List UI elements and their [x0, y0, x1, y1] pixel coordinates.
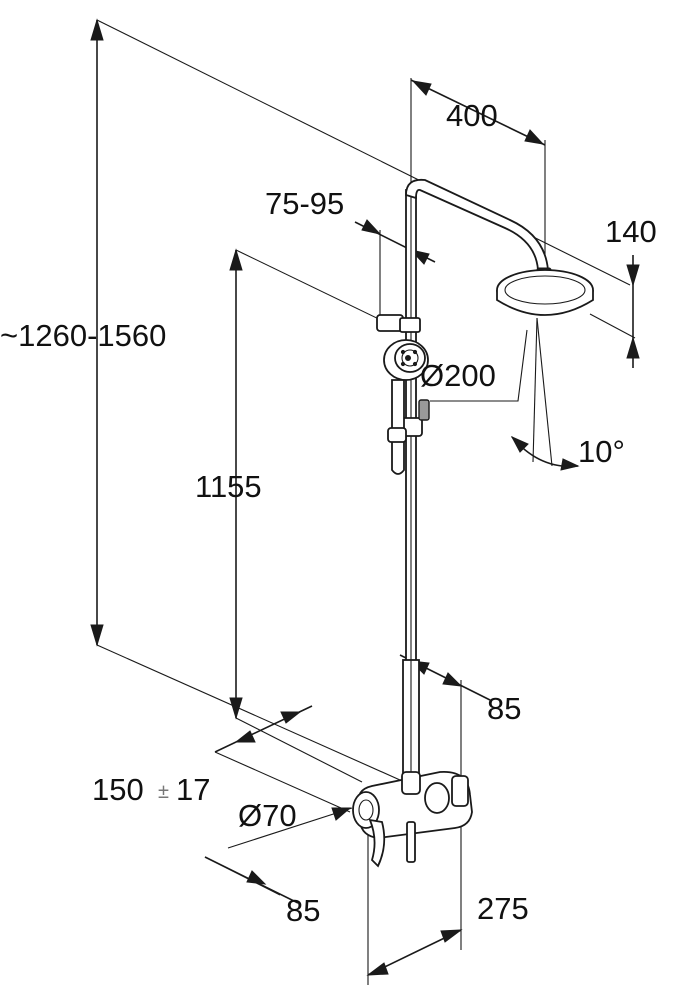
mixer-depth-label: 85: [286, 893, 320, 928]
shower-head: [496, 267, 594, 316]
connection-tolerance-value: 17: [176, 772, 210, 807]
hand-shower: [383, 339, 430, 475]
total-height-label: ~1260-1560: [0, 318, 166, 353]
connection-spacing-label: 150 ± 17: [92, 772, 210, 807]
thermostatic-mixer: [352, 771, 473, 868]
arm-length-label: 400: [446, 98, 498, 133]
wall-spacing-label: 75-95: [265, 186, 344, 221]
plus-minus-symbol: ±: [158, 781, 169, 803]
head-diameter-label: Ø200: [420, 358, 496, 393]
shower-column: [402, 178, 549, 786]
mixer-width-label: 275: [477, 891, 529, 926]
mixer-projection-label: 85: [487, 691, 521, 726]
escutcheon-diameter-label: Ø70: [238, 798, 297, 833]
connection-spacing-value: 150: [92, 772, 144, 807]
extension-lines: [96, 19, 636, 985]
wall-bracket: [376, 314, 421, 333]
dimension-lines: [90, 18, 640, 976]
rail-height-label: 1155: [195, 469, 262, 504]
head-height-label: 140: [605, 214, 657, 249]
tilt-angle-label: 10°: [578, 434, 625, 469]
